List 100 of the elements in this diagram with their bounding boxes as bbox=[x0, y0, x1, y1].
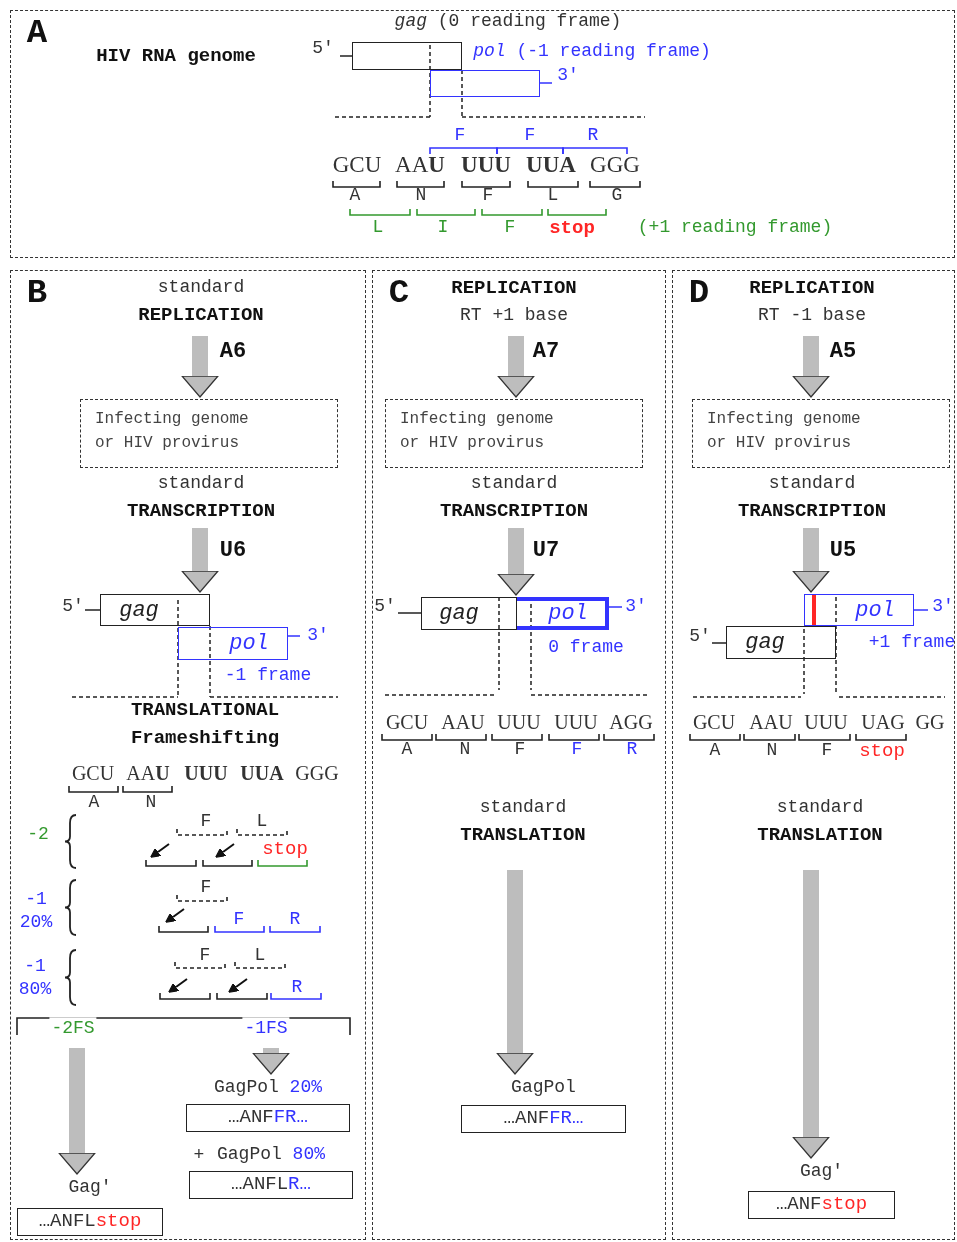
step-heading: REPLICATION bbox=[138, 302, 264, 328]
amino-acid-letter: L bbox=[256, 810, 268, 834]
panel-letter: D bbox=[688, 272, 710, 314]
protein-name: GagPol bbox=[511, 1076, 576, 1100]
process-arrow bbox=[252, 1048, 290, 1075]
frame-label: -1 frame bbox=[224, 664, 312, 688]
step-heading: TRANSCRIPTION bbox=[439, 498, 589, 524]
codon-text: GGG bbox=[295, 761, 339, 786]
process-arrow bbox=[497, 336, 535, 398]
amino-acid-letter: A bbox=[88, 791, 100, 815]
frame-label: 0 frame bbox=[548, 636, 624, 660]
amino-acid-letter: N bbox=[415, 184, 427, 208]
end-label: 5′ bbox=[689, 625, 711, 649]
codon-text: GG bbox=[915, 710, 945, 735]
frame-label: pol (-1 reading frame) bbox=[473, 40, 711, 64]
end-label: 3′ bbox=[932, 595, 954, 619]
codon-text: UUA bbox=[526, 151, 576, 180]
amino-acid-letter: F bbox=[482, 184, 494, 208]
amino-acid-letter: F bbox=[514, 738, 526, 762]
gene-box: gag bbox=[100, 594, 210, 626]
codon-text: GCU bbox=[71, 761, 115, 786]
step-heading: TRANSLATION bbox=[757, 822, 883, 848]
amino-acid-letter: F bbox=[200, 876, 212, 900]
step-heading: RT +1 base bbox=[460, 304, 568, 328]
amino-acid-letter: F bbox=[233, 908, 245, 932]
gene-box: pol bbox=[517, 597, 609, 630]
step-heading: REPLICATION bbox=[749, 275, 875, 301]
step-heading: standard bbox=[157, 472, 245, 496]
process-arrow bbox=[58, 1048, 96, 1175]
codon-text: GCU bbox=[692, 710, 736, 735]
codon-text: AAU bbox=[749, 710, 793, 735]
plus-sign: + bbox=[193, 1144, 205, 1168]
sequence-box: …ANFLstop bbox=[17, 1208, 163, 1236]
step-heading: standard bbox=[479, 796, 567, 820]
panel-frame bbox=[10, 10, 955, 258]
amino-acid-letter: A bbox=[401, 738, 413, 762]
sequence-box: …ANFFR… bbox=[461, 1105, 626, 1133]
frame-label: (+1 reading frame) bbox=[637, 216, 833, 240]
stop-label: stop bbox=[859, 738, 905, 764]
amino-acid-letter: F bbox=[571, 738, 583, 762]
end-label: 5′ bbox=[374, 595, 396, 619]
end-label: 5′ bbox=[62, 595, 84, 619]
codon-text: UUU bbox=[497, 710, 541, 735]
shift-label: -2 bbox=[27, 823, 49, 847]
codon-text: UUU bbox=[184, 761, 228, 786]
step-heading: Frameshifting bbox=[130, 725, 280, 751]
sequence-box: …ANFFR… bbox=[186, 1104, 350, 1132]
frame-label: +1 frame bbox=[868, 631, 956, 655]
amino-acid-letter: F bbox=[524, 124, 536, 148]
process-arrow bbox=[496, 870, 534, 1075]
amino-acid-letter: R bbox=[289, 908, 301, 932]
amino-acid-letter: F bbox=[821, 739, 833, 763]
step-heading: standard bbox=[768, 472, 856, 496]
process-arrow bbox=[181, 528, 219, 593]
step-heading: TRANSCRIPTION bbox=[126, 498, 276, 524]
amino-acid-letter: R bbox=[626, 738, 638, 762]
amino-acid-letter: I bbox=[437, 216, 449, 240]
amino-acid-letter: N bbox=[145, 791, 157, 815]
codon-text: AGG bbox=[609, 710, 653, 735]
step-heading: TRANSLATION bbox=[460, 822, 586, 848]
codon-text: GCU bbox=[385, 710, 429, 735]
process-arrow bbox=[792, 336, 830, 398]
codon-text: UAG bbox=[861, 710, 905, 735]
amino-acid-letter: R bbox=[587, 124, 599, 148]
gene-box bbox=[430, 70, 540, 97]
frame-label: gag (0 reading frame) bbox=[394, 10, 622, 34]
end-label: 5′ bbox=[312, 37, 334, 61]
panel-letter: B bbox=[26, 272, 48, 314]
amino-acid-letter: F bbox=[454, 124, 466, 148]
process-arrow bbox=[497, 528, 535, 596]
amino-acid-letter: L bbox=[547, 184, 559, 208]
step-heading: TRANSCRIPTION bbox=[737, 498, 887, 524]
amino-acid-letter: F bbox=[199, 944, 211, 968]
title-text: HIV RNA genome bbox=[96, 43, 256, 69]
process-arrow bbox=[181, 336, 219, 398]
sequence-box: …ANFstop bbox=[748, 1191, 895, 1219]
gene-box: pol bbox=[804, 594, 914, 626]
end-label: 3′ bbox=[625, 595, 647, 619]
gene-box: pol bbox=[178, 627, 288, 660]
genome-box: Infecting genome or HIV provirus bbox=[80, 399, 338, 468]
codon-text: UUA bbox=[240, 761, 284, 786]
codon-text: GCU bbox=[332, 151, 382, 180]
codon-text: UUU bbox=[804, 710, 848, 735]
step-heading: standard bbox=[776, 796, 864, 820]
codon-text: AAU bbox=[395, 151, 445, 180]
amino-acid-letter: A bbox=[709, 739, 721, 763]
sequence-box: …ANFLR… bbox=[189, 1171, 353, 1199]
stop-label: stop bbox=[549, 215, 595, 241]
gene-box: gag bbox=[421, 597, 517, 630]
codon-text: GGG bbox=[590, 151, 640, 180]
end-label: 3′ bbox=[307, 624, 329, 648]
step-heading: TRANSLATIONAL bbox=[130, 697, 280, 723]
protein-name: GagPol 20% bbox=[214, 1076, 322, 1100]
amino-acid-letter: L bbox=[372, 216, 384, 240]
amino-acid-letter: N bbox=[766, 739, 778, 763]
panel-letter: C bbox=[388, 272, 410, 314]
genome-box: Infecting genome or HIV provirus bbox=[385, 399, 643, 468]
process-arrow bbox=[792, 870, 830, 1159]
process-arrow bbox=[792, 528, 830, 593]
protein-name: Gag′ bbox=[799, 1160, 844, 1184]
